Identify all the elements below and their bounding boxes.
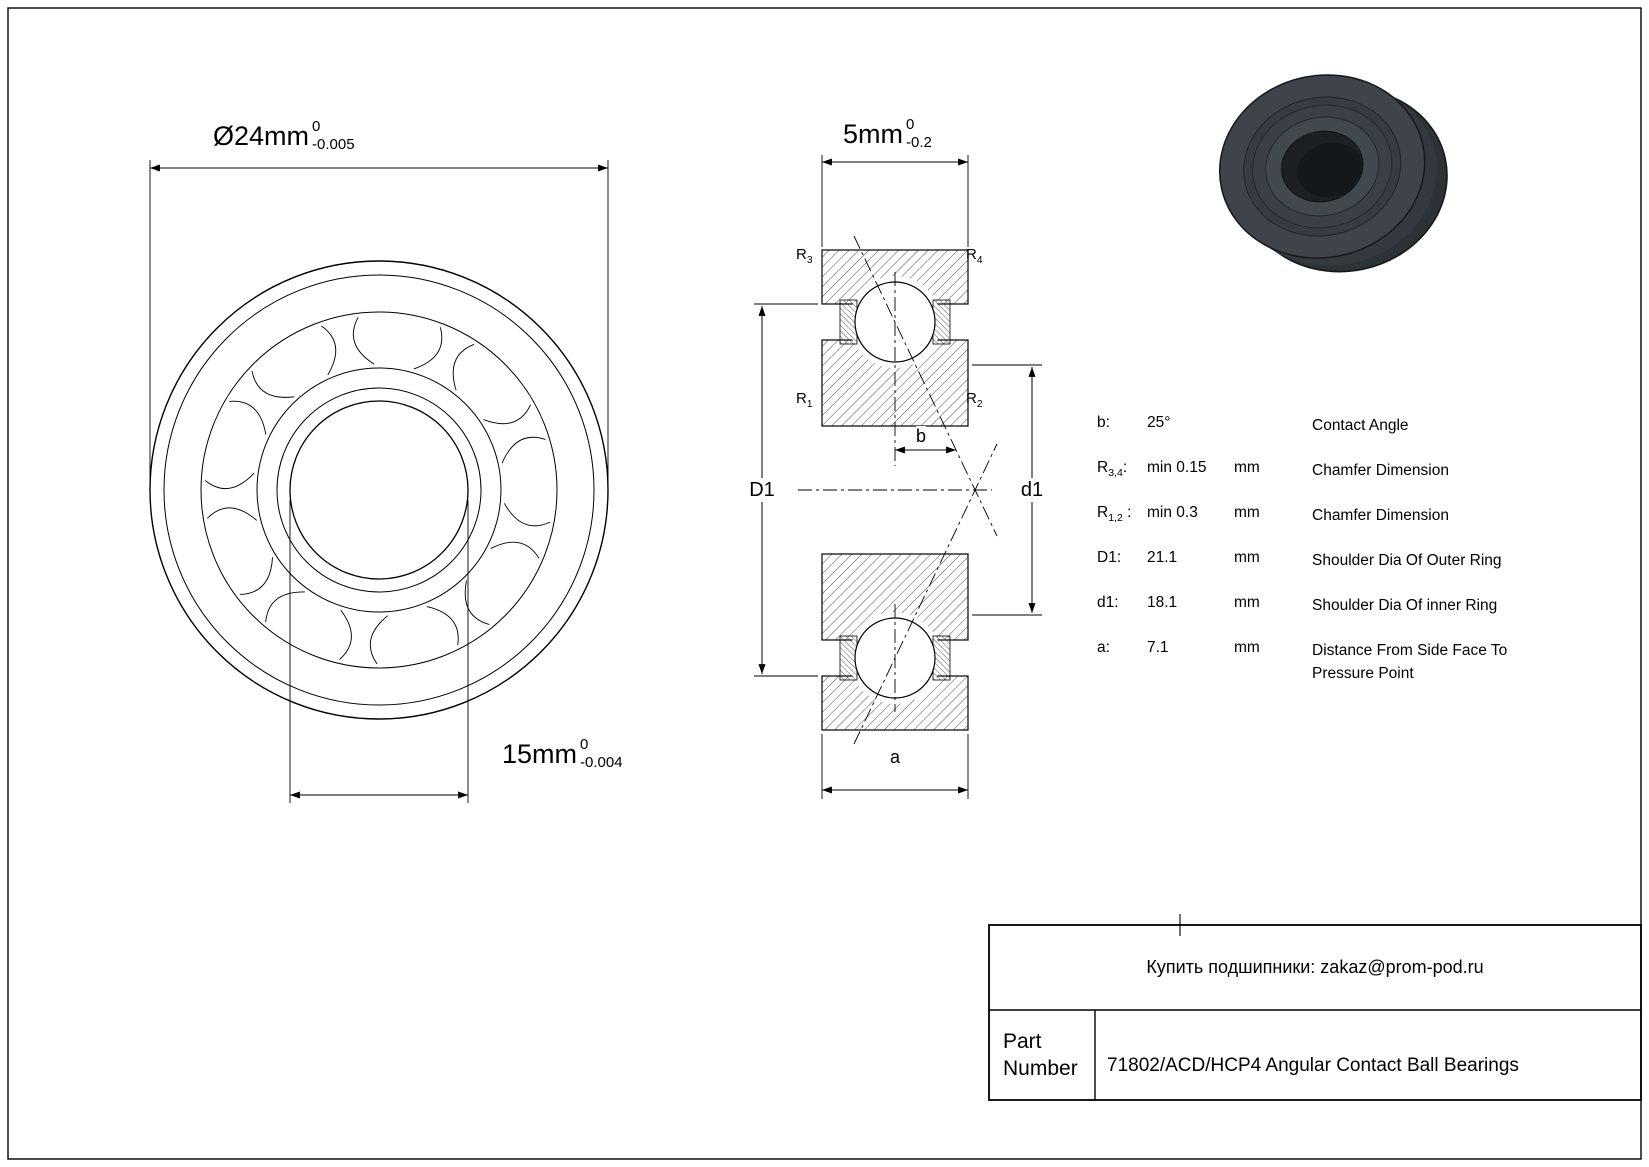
spec-row-inner-shoulder: d1: 18.1 mm Shoulder Dia Of inner Ring xyxy=(1097,594,1498,614)
spec-table: b: 25° Contact Angle R3,4: min 0.15 mm C… xyxy=(1097,414,1562,684)
front-dimension-lines xyxy=(150,164,608,799)
centerlines xyxy=(798,235,998,745)
front-view xyxy=(149,160,609,803)
section-extension-lines xyxy=(754,155,1042,799)
dimension-value: 15mm xyxy=(502,739,578,769)
tolerance-stack: 0 -0.2 xyxy=(906,116,932,151)
label-d1-outer: D1 xyxy=(742,478,782,502)
front-view-rings xyxy=(149,260,609,720)
label-b: b xyxy=(916,426,927,446)
label-r3: R3 xyxy=(796,246,813,266)
bore-diameter-dimension: 15mm 0 -0.004 xyxy=(502,734,623,774)
spec-row-chamfer-12: R1,2 : min 0.3 mm Chamfer Dimension xyxy=(1097,504,1449,525)
label-d1-inner: d1 xyxy=(1012,478,1052,502)
width-dimension: 5mm 0 -0.2 xyxy=(843,114,932,154)
label-r4: R4 xyxy=(966,246,983,266)
spec-row-outer-shoulder: D1: 21.1 mm Shoulder Dia Of Outer Ring xyxy=(1097,549,1502,569)
label-r1: R1 xyxy=(796,390,813,410)
spec-row-chamfer-34: R3,4: min 0.15 mm Chamfer Dimension xyxy=(1097,459,1449,480)
front-extension-lines xyxy=(149,160,609,803)
part-number-label: Part Number xyxy=(1003,1030,1078,1080)
label-a: a xyxy=(890,747,901,767)
cage-pockets xyxy=(205,317,551,665)
bearing-3d-render xyxy=(1218,74,1448,273)
spec-row-pressure-distance: a: 7.1 mm Distance From Side Face To Pre… xyxy=(1097,639,1508,682)
contact-angle-line-bottom xyxy=(853,443,998,745)
spec-row-contact-angle: b: 25° Contact Angle xyxy=(1097,414,1409,434)
dimension-value: Ø24mm xyxy=(213,121,310,151)
tolerance-stack: 0 -0.004 xyxy=(580,736,623,771)
part-number-value: 71802/ACD/HCP4 Angular Contact Ball Bear… xyxy=(1107,1055,1519,1076)
cage-sections xyxy=(839,299,951,681)
outer-diameter-dimension: Ø24mm 0 -0.005 xyxy=(213,116,355,156)
label-r2: R2 xyxy=(966,390,983,410)
seller-contact-text: Купить подшипники: zakaz@prom-pod.ru xyxy=(1146,957,1484,977)
tolerance-stack: 0 -0.005 xyxy=(312,118,355,153)
page-border-frame xyxy=(7,7,1642,1160)
title-block-frame xyxy=(988,914,1642,1101)
contact-angle-line-top xyxy=(853,235,998,537)
section-view xyxy=(754,155,1042,799)
dimension-value: 5mm xyxy=(843,119,903,149)
